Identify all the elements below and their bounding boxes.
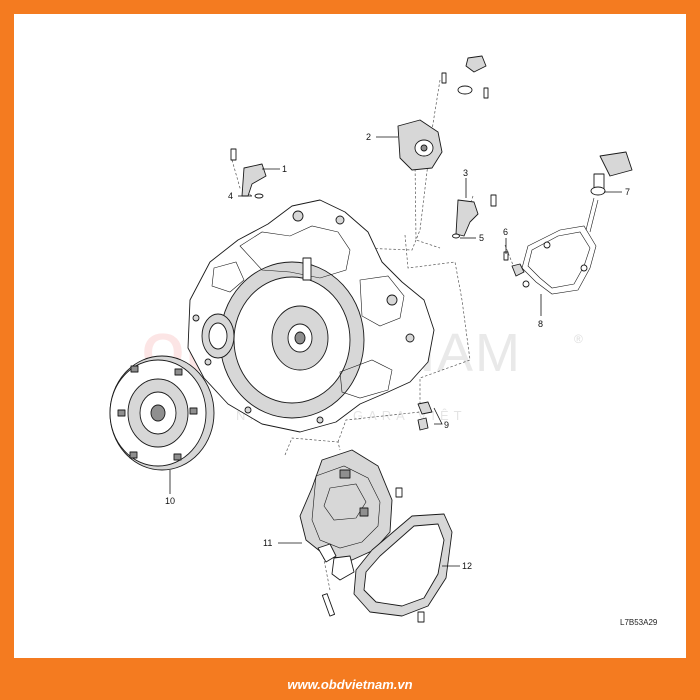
- wiring-harness: [521, 151, 633, 295]
- callout-9: 9: [444, 420, 449, 430]
- part-callouts: 1 2 3 4 5 6 7 8 9 10 11 12: [165, 132, 630, 571]
- website-url[interactable]: www.obdvietnam.vn: [287, 677, 413, 692]
- callout-5: 5: [479, 233, 484, 243]
- watermark-registered-mark: ®: [574, 332, 583, 346]
- callout-10: 10: [165, 496, 175, 506]
- transaxle-case: [187, 199, 435, 433]
- callout-2: 2: [366, 132, 371, 142]
- oil-pan: [353, 513, 453, 623]
- speed-sensor-output: [452, 194, 497, 239]
- callout-6: 6: [503, 227, 508, 237]
- torque-converter: [109, 355, 215, 471]
- leader-lines: [169, 136, 622, 567]
- diagram-panel: OBDVIETNAM ® NÂNG TẦM GARA VIỆT: [14, 14, 686, 658]
- callout-8: 8: [538, 319, 543, 329]
- range-switch: [397, 55, 489, 171]
- cooler-line-fittings: [417, 401, 433, 431]
- oil-temperature-sensor: [503, 251, 525, 277]
- callout-4: 4: [228, 191, 233, 201]
- valve-body: [299, 449, 403, 617]
- callout-7: 7: [625, 187, 630, 197]
- speed-sensor-input: [230, 148, 267, 199]
- callout-1: 1: [282, 164, 287, 174]
- figure-code: L7B53A29: [620, 618, 658, 627]
- callout-11: 11: [263, 538, 272, 548]
- exploded-view-diagram: 1 2 3 4 5 6 7 8 9 10 11 12: [109, 55, 633, 623]
- callout-3: 3: [463, 168, 468, 178]
- callout-12: 12: [462, 561, 472, 571]
